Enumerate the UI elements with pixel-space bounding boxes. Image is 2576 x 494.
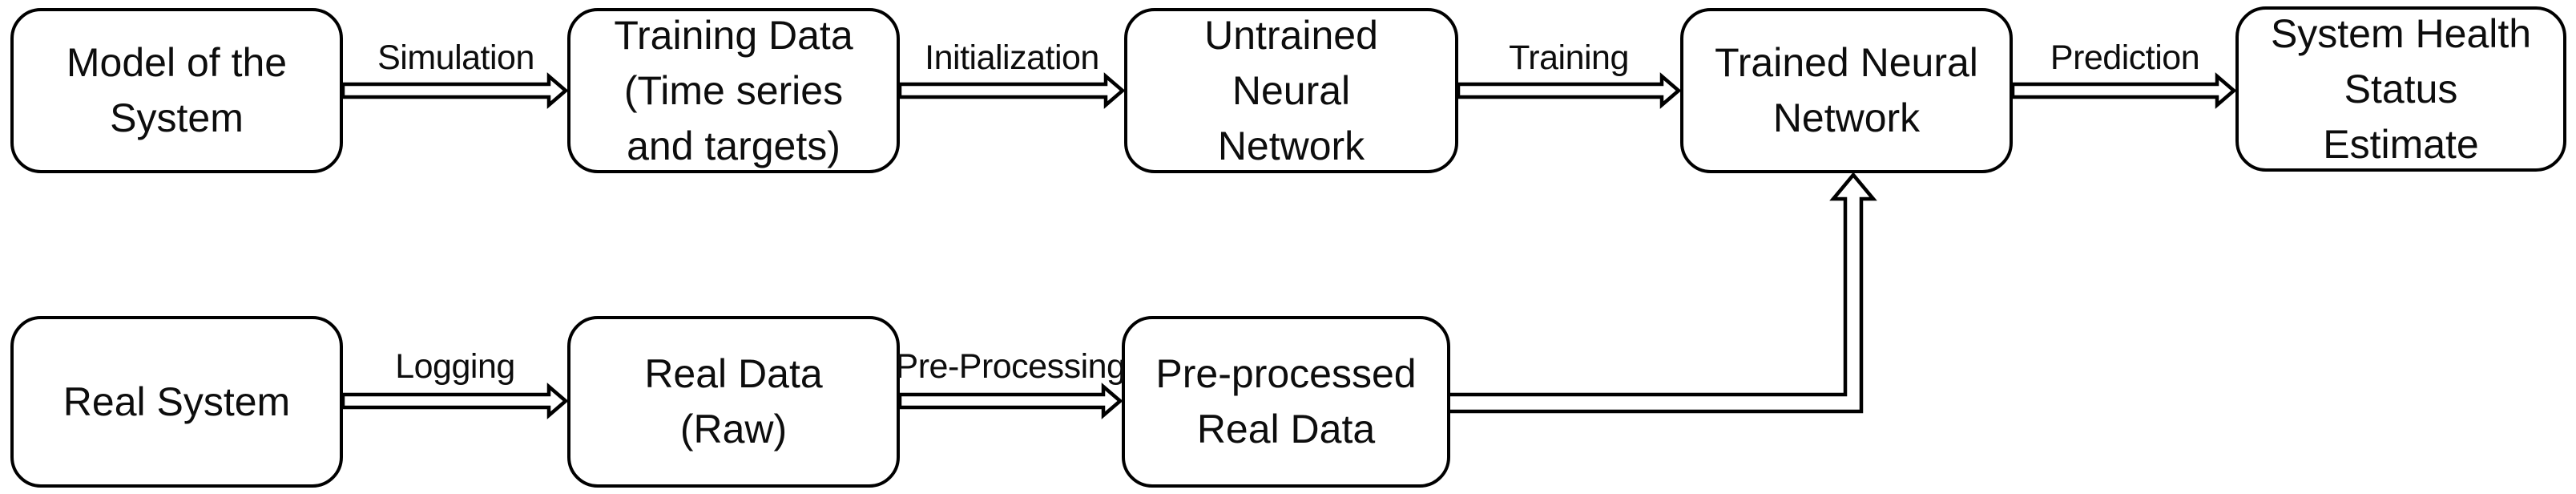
node-text-line: Untrained xyxy=(1204,12,1378,58)
arrow-pre-processing xyxy=(897,383,1123,419)
node-model-of-the-system: Model of the System xyxy=(10,8,343,173)
node-untrained-neural-network: Untrained Neural Network xyxy=(1124,8,1458,173)
node-trained-neural-network: Trained Neural Network xyxy=(1680,8,2013,173)
arrow-prediction xyxy=(2010,72,2237,109)
edge-label-initialization: Initialization xyxy=(925,38,1099,77)
node-text-line: Real Data xyxy=(644,351,823,396)
node-training-data: Training Data (Time series and targets) xyxy=(567,8,900,173)
arrow-simulation xyxy=(341,72,569,109)
node-text-line: Model of the xyxy=(66,40,288,85)
node-system-health-status-estimate: System Health Status Estimate xyxy=(2235,6,2566,172)
node-text-line: (Time series xyxy=(623,67,844,113)
node-text-line: (Raw) xyxy=(679,407,788,451)
node-text-line: System Health xyxy=(2270,10,2532,56)
node-text-line: Estimate xyxy=(2323,121,2479,167)
node-text-line: Neural xyxy=(1232,67,1351,113)
node-text-line: Real System xyxy=(62,379,291,424)
arrow-elbow-to-trained-network xyxy=(1445,172,1877,414)
arrow-initialization xyxy=(897,72,1126,109)
node-text-line: Trained Neural xyxy=(1715,40,1978,85)
node-text-line: Network xyxy=(1217,123,1365,168)
node-real-system: Real System xyxy=(10,316,343,488)
edge-label-simulation: Simulation xyxy=(377,38,534,77)
edge-label-training: Training xyxy=(1509,38,1629,77)
node-text-line: and targets) xyxy=(627,123,841,168)
node-text-line: Real Data xyxy=(1196,407,1376,451)
node-pre-processed-real-data: Pre-processed Real Data xyxy=(1122,316,1450,488)
node-text-line: System xyxy=(110,95,244,140)
edge-label-prediction: Prediction xyxy=(2050,38,2200,77)
edge-label-pre-processing: Pre-Processing xyxy=(895,347,1126,386)
node-text-line: Network xyxy=(1772,95,1921,140)
arrow-logging xyxy=(341,383,569,419)
arrow-training xyxy=(1456,72,1682,109)
node-text-line: Pre-processed xyxy=(1155,351,1417,396)
node-text-line: Status xyxy=(2344,66,2458,111)
edge-label-logging: Logging xyxy=(395,347,515,386)
node-text-line: Training Data xyxy=(614,12,853,58)
node-real-data-raw: Real Data (Raw) xyxy=(567,316,900,488)
